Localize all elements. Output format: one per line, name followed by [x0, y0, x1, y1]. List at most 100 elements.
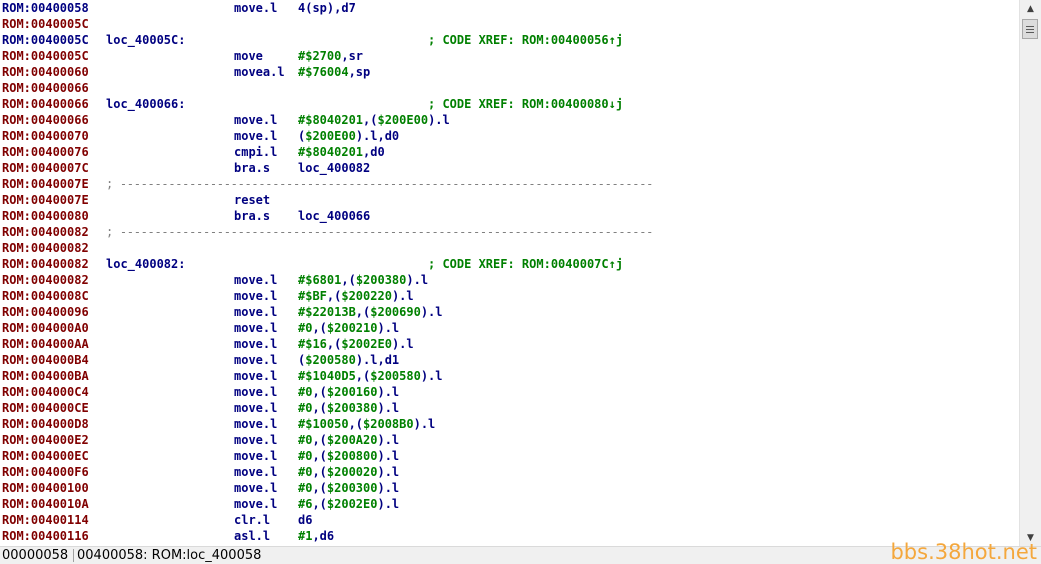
code-label[interactable]: loc_400066:: [106, 97, 186, 111]
operand-immediate: #$1040D5: [298, 369, 356, 383]
operand-immediate: $200380: [326, 401, 378, 415]
scroll-thumb[interactable]: [1022, 19, 1038, 39]
operand-text: ).l: [377, 385, 400, 399]
operand-text: ).l: [428, 113, 450, 127]
vertical-scrollbar[interactable]: ▲ ▼: [1019, 0, 1041, 546]
instruction-operands[interactable]: #0,($200210).l: [298, 320, 399, 336]
instruction-operands[interactable]: #0,($200160).l: [298, 384, 399, 400]
instruction-operands[interactable]: #$8040201,d0: [298, 144, 385, 160]
line-address: ROM:004000AA: [2, 337, 89, 351]
operand-text: ,d0: [363, 145, 385, 159]
instruction-operands[interactable]: ($200E00).l,d0: [298, 128, 399, 144]
operand-immediate: $200800: [326, 449, 378, 463]
instruction-mnemonic: move.l: [234, 465, 278, 479]
operand-text: ).l: [391, 337, 414, 351]
instruction-operands[interactable]: #$76004,sp: [298, 64, 370, 80]
line-address: ROM:0040007C: [2, 161, 89, 175]
instruction-operands[interactable]: #0,($200020).l: [298, 464, 399, 480]
instruction-mnemonic: bra.s: [234, 161, 271, 175]
code-label[interactable]: loc_400082:: [106, 257, 186, 271]
operand-immediate: $200020: [326, 465, 378, 479]
instruction-mnemonic: asl.l: [234, 529, 271, 543]
operand-immediate: $200300: [326, 481, 378, 495]
line-address: ROM:00400082: [2, 257, 89, 271]
instruction-mnemonic: move.l: [234, 385, 278, 399]
instruction-operands[interactable]: #$10050,($2008B0).l: [298, 416, 435, 432]
line-address: ROM:0040010A: [2, 497, 89, 511]
instruction-mnemonic: move.l: [234, 321, 278, 335]
operand-immediate: $200690: [370, 305, 421, 319]
operand-immediate: #0: [298, 465, 313, 479]
instruction-operands[interactable]: #$BF,($200220).l: [298, 288, 414, 304]
instruction-mnemonic: cmpi.l: [234, 145, 278, 159]
code-label[interactable]: loc_40005C:: [106, 33, 186, 47]
operand-immediate: $200380: [355, 273, 407, 287]
status-bar: 00000058 00400058: ROM:loc_400058: [0, 546, 1041, 564]
instruction-operands[interactable]: #$16,($2002E0).l: [298, 336, 414, 352]
instruction-operands[interactable]: #1,d6: [298, 528, 334, 544]
xref-comment[interactable]: ; CODE XREF: ROM:00400056↑j: [428, 33, 624, 47]
watermark: bbs.38hot.net: [890, 540, 1037, 564]
operand-text: ,(: [326, 337, 342, 351]
operand-text: (: [298, 129, 306, 143]
operand-text: ).l: [377, 481, 400, 495]
instruction-operands[interactable]: 4(sp),d7: [298, 0, 356, 16]
line-address: ROM:00400070: [2, 129, 89, 143]
operand-text: ).l: [377, 449, 400, 463]
operand-text: ).l,d1: [355, 353, 400, 367]
instruction-mnemonic: move: [234, 49, 263, 63]
instruction-operands[interactable]: #$8040201,($200E00).l: [298, 112, 450, 128]
line-address: ROM:0040005C: [2, 49, 89, 63]
instruction-mnemonic: move.l: [234, 449, 278, 463]
operand-immediate: #$6801: [298, 273, 342, 287]
instruction-operands[interactable]: #0,($200380).l: [298, 400, 399, 416]
line-address: ROM:0040005C: [2, 33, 89, 47]
operand-immediate: #0: [298, 321, 313, 335]
instruction-operands[interactable]: #$6801,($200380).l: [298, 272, 428, 288]
instruction-mnemonic: move.l: [234, 1, 278, 15]
operand-text: ,(: [312, 321, 327, 335]
xref-comment[interactable]: ; CODE XREF: ROM:0040007C↑j: [428, 257, 624, 271]
operand-text: ).l: [413, 417, 436, 431]
operand-text: ,(: [312, 465, 327, 479]
instruction-mnemonic: clr.l: [234, 513, 271, 527]
instruction-operands[interactable]: #6,($2002E0).l: [298, 496, 399, 512]
instruction-operands[interactable]: loc_400066: [298, 208, 370, 224]
instruction-mnemonic: move.l: [234, 433, 278, 447]
operand-immediate: #0: [298, 401, 313, 415]
line-address: ROM:004000CE: [2, 401, 89, 415]
line-address: ROM:004000F6: [2, 465, 89, 479]
line-address: ROM:004000E2: [2, 433, 89, 447]
instruction-mnemonic: move.l: [234, 417, 278, 431]
instruction-operands[interactable]: #$2700,sr: [298, 48, 363, 64]
operand-immediate: $200A20: [326, 433, 378, 447]
operand-immediate: #$76004: [298, 65, 349, 79]
operand-immediate: #0: [298, 385, 313, 399]
operand-text: ,(: [355, 305, 371, 319]
xref-comment[interactable]: ; CODE XREF: ROM:00400080↓j: [428, 97, 624, 111]
separator-line: ; --------------------------------------…: [106, 225, 654, 239]
instruction-operands[interactable]: loc_400082: [298, 160, 370, 176]
separator-line: ; --------------------------------------…: [106, 177, 654, 191]
instruction-operands[interactable]: d6: [298, 512, 312, 528]
operand-text: ,(: [312, 401, 327, 415]
operand-text: ).l: [377, 465, 400, 479]
line-address: ROM:004000BA: [2, 369, 89, 383]
instruction-operands[interactable]: #0,($200300).l: [298, 480, 399, 496]
instruction-operands[interactable]: #$1040D5,($200580).l: [298, 368, 443, 384]
operand-text: 4(sp),d7: [298, 1, 356, 15]
scroll-up-arrow-icon[interactable]: ▲: [1027, 3, 1034, 14]
instruction-operands[interactable]: #0,($200A20).l: [298, 432, 399, 448]
operand-text: ,sp: [348, 65, 371, 79]
instruction-mnemonic: move.l: [234, 401, 278, 415]
instruction-operands[interactable]: #$22013B,($200690).l: [298, 304, 443, 320]
line-address: ROM:00400116: [2, 529, 89, 543]
thumb-grip-line: [1026, 28, 1034, 30]
operand-text: ).l: [377, 321, 400, 335]
scroll-down-arrow-icon[interactable]: ▼: [1027, 532, 1034, 543]
operand-text: ,(: [363, 113, 378, 127]
instruction-operands[interactable]: #0,($200800).l: [298, 448, 399, 464]
instruction-operands[interactable]: ($200580).l,d1: [298, 352, 399, 368]
operand-text: ).l: [377, 401, 400, 415]
